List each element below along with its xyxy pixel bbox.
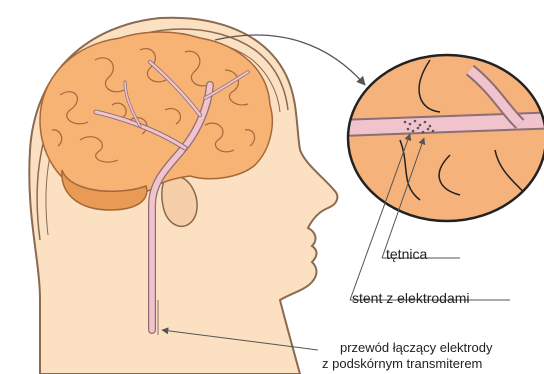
wire-label-line2: z podskórnym transmiterem [322,356,482,371]
stent-label: stent z elektrodami [352,290,470,306]
zoom-circle [340,55,544,221]
brain [40,32,272,198]
wire-label-line1: przewód łączący elektrody [340,340,492,355]
artery-label: tętnica [386,246,427,262]
